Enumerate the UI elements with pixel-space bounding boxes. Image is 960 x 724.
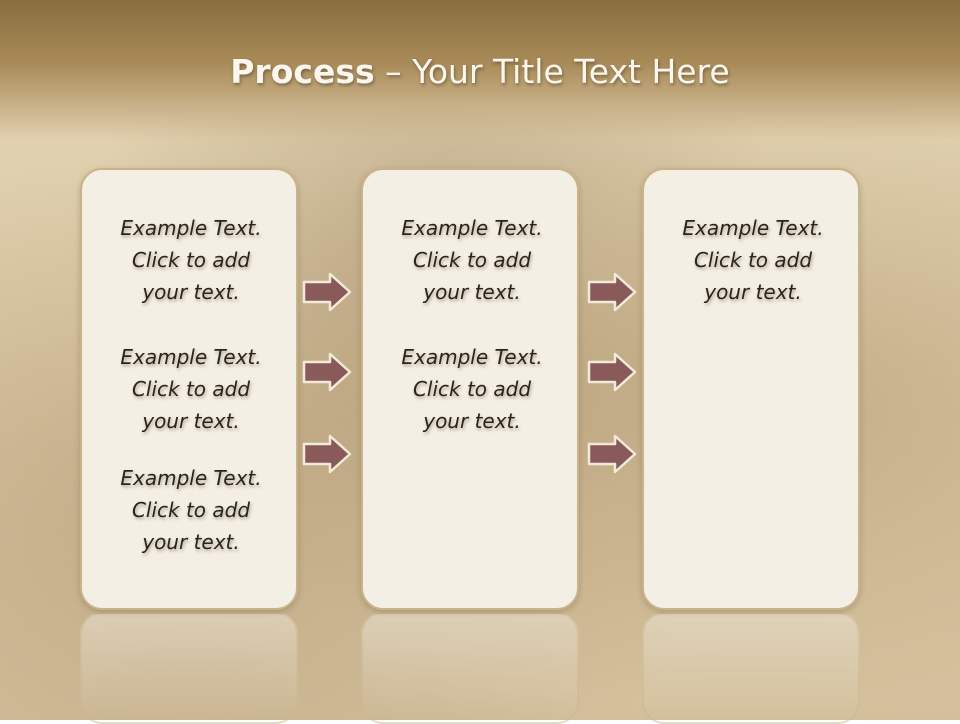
process-panel-1[interactable]: Example Text. Click to add your text. Ex… bbox=[80, 168, 298, 610]
panel-2-text-2[interactable]: Example Text. Click to add your text. bbox=[401, 345, 543, 433]
arrow-right-icon bbox=[302, 352, 352, 392]
panel-2-reflection bbox=[361, 612, 579, 724]
panel-1-reflection bbox=[80, 612, 298, 724]
arrow-right-icon bbox=[587, 352, 637, 392]
title-bold: Process bbox=[230, 52, 375, 91]
panel-3-text-1[interactable]: Example Text. Click to add your text. bbox=[682, 216, 824, 304]
arrow-right-icon bbox=[302, 434, 352, 474]
panel-1-text-2[interactable]: Example Text. Click to add your text. bbox=[120, 345, 262, 433]
slide-title[interactable]: Process – Your Title Text Here bbox=[0, 52, 960, 91]
panel-1-text-3[interactable]: Example Text. Click to add your text. bbox=[120, 466, 262, 554]
process-panel-3[interactable]: Example Text. Click to add your text. bbox=[642, 168, 860, 610]
arrow-right-icon bbox=[302, 272, 352, 312]
title-band bbox=[0, 0, 960, 140]
panel-3-reflection bbox=[642, 612, 860, 724]
process-panel-2[interactable]: Example Text. Click to add your text. Ex… bbox=[361, 168, 579, 610]
panel-2-text-1[interactable]: Example Text. Click to add your text. bbox=[401, 216, 543, 304]
panel-1-text-1[interactable]: Example Text. Click to add your text. bbox=[120, 216, 262, 304]
arrow-right-icon bbox=[587, 434, 637, 474]
arrow-right-icon bbox=[587, 272, 637, 312]
title-rest: – Your Title Text Here bbox=[374, 52, 730, 91]
